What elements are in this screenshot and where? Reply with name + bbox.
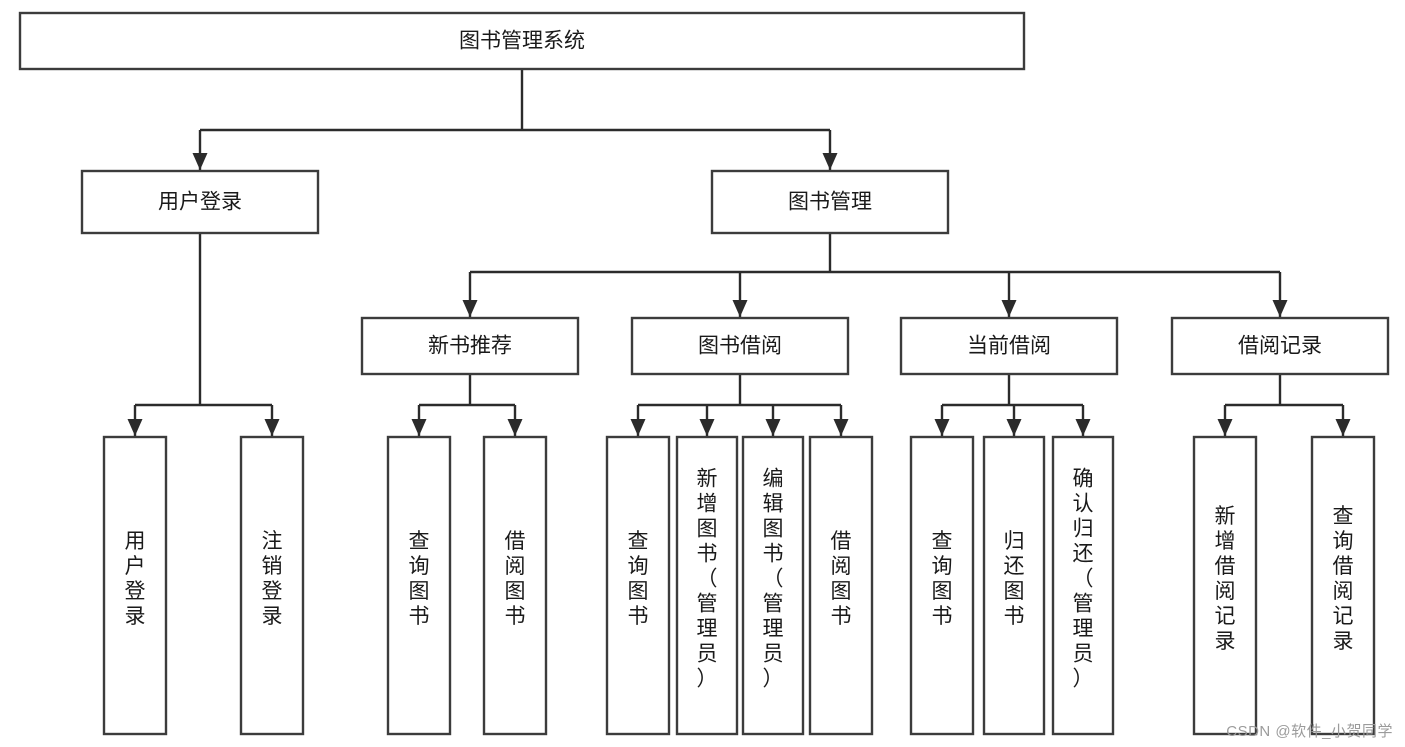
node-box <box>1310 435 1376 736</box>
node-box <box>710 169 950 235</box>
node-label: 查询图书 <box>932 530 953 628</box>
arrow-head-icon <box>833 419 849 436</box>
node-label: 查询图书 <box>409 530 430 628</box>
node-label: 新书推荐 <box>428 335 512 358</box>
arrow-head-icon <box>462 300 478 317</box>
arrow-head-icon <box>934 419 950 436</box>
arrow-head-icon <box>699 419 715 436</box>
arrow-head-icon <box>507 419 523 436</box>
arrow-head-icon <box>732 300 748 317</box>
node-user-login[interactable]: 用户登录 <box>80 169 320 235</box>
arrow-head-icon <box>264 419 280 436</box>
nodes-layer: 图书管理系统用户登录图书管理新书推荐图书借阅当前借阅借阅记录用户登录注销登录查询… <box>18 11 1390 736</box>
node-label: 注销登录 <box>262 530 283 628</box>
node-box <box>482 435 548 736</box>
arrow-head-icon <box>1272 300 1288 317</box>
node-label: 借阅图书 <box>831 530 852 628</box>
node-box <box>239 435 305 736</box>
csdn-watermark: CSDN @软件_小贺同学 <box>1226 723 1393 740</box>
arrow-head-icon <box>1006 419 1022 436</box>
node-label: 图书借阅 <box>698 335 782 358</box>
node-label: 查询借阅记录 <box>1333 505 1354 653</box>
node-book-borrow[interactable]: 图书借阅 <box>630 316 850 376</box>
node-leaf-add-record[interactable]: 新增借阅记录 <box>1192 435 1258 736</box>
node-box <box>1170 316 1390 376</box>
node-label: 图书管理 <box>788 191 872 214</box>
node-leaf-add-book[interactable]: 新增图书（管理员） <box>675 435 739 736</box>
node-root-root[interactable]: 图书管理系统 <box>18 11 1026 71</box>
node-leaf-query-record[interactable]: 查询借阅记录 <box>1310 435 1376 736</box>
node-label: 确认归还（管理员） <box>1073 468 1094 691</box>
node-box <box>1192 435 1258 736</box>
node-new-book-recommend[interactable]: 新书推荐 <box>360 316 580 376</box>
node-label: 图书管理系统 <box>459 30 585 53</box>
node-label: 借阅图书 <box>505 530 526 628</box>
node-box <box>102 435 168 736</box>
node-leaf-logout[interactable]: 注销登录 <box>239 435 305 736</box>
node-box <box>605 435 671 736</box>
node-box <box>808 435 874 736</box>
node-label: 查询图书 <box>628 530 649 628</box>
arrow-head-icon <box>822 153 838 170</box>
node-box <box>18 11 1026 71</box>
node-box <box>80 169 320 235</box>
node-box <box>360 316 580 376</box>
node-borrow-record[interactable]: 借阅记录 <box>1170 316 1390 376</box>
arrow-head-icon <box>1217 419 1233 436</box>
node-label: 用户登录 <box>125 530 146 628</box>
node-box <box>741 435 805 736</box>
node-label: 编辑图书（管理员） <box>763 468 784 691</box>
node-box <box>982 435 1046 736</box>
node-leaf-user-login[interactable]: 用户登录 <box>102 435 168 736</box>
node-label: 新增图书（管理员） <box>697 468 718 691</box>
node-box <box>630 316 850 376</box>
arrow-head-icon <box>127 419 143 436</box>
arrow-head-icon <box>1075 419 1091 436</box>
node-label: 借阅记录 <box>1238 335 1322 358</box>
node-leaf-borrow-book-1[interactable]: 借阅图书 <box>482 435 548 736</box>
arrow-head-icon <box>1335 419 1351 436</box>
node-leaf-query-book-2[interactable]: 查询图书 <box>605 435 671 736</box>
node-label: 归还图书 <box>1004 530 1025 628</box>
arrow-head-icon <box>411 419 427 436</box>
node-label: 当前借阅 <box>967 335 1051 358</box>
arrow-head-icon <box>630 419 646 436</box>
node-box <box>899 316 1119 376</box>
arrow-head-icon <box>765 419 781 436</box>
node-label: 用户登录 <box>158 191 242 214</box>
node-book-manage[interactable]: 图书管理 <box>710 169 950 235</box>
node-leaf-borrow-book-2[interactable]: 借阅图书 <box>808 435 874 736</box>
node-leaf-query-book-1[interactable]: 查询图书 <box>386 435 452 736</box>
arrow-head-icon <box>192 153 208 170</box>
node-current-borrow[interactable]: 当前借阅 <box>899 316 1119 376</box>
node-leaf-confirm-return[interactable]: 确认归还（管理员） <box>1051 435 1115 736</box>
node-leaf-edit-book[interactable]: 编辑图书（管理员） <box>741 435 805 736</box>
node-leaf-return-book[interactable]: 归还图书 <box>982 435 1046 736</box>
edges-layer <box>127 69 1351 436</box>
arrow-head-icon <box>1001 300 1017 317</box>
node-leaf-query-book-3[interactable]: 查询图书 <box>909 435 975 736</box>
node-box <box>386 435 452 736</box>
node-box <box>909 435 975 736</box>
node-label: 新增借阅记录 <box>1215 505 1236 653</box>
node-box <box>675 435 739 736</box>
node-box <box>1051 435 1115 736</box>
